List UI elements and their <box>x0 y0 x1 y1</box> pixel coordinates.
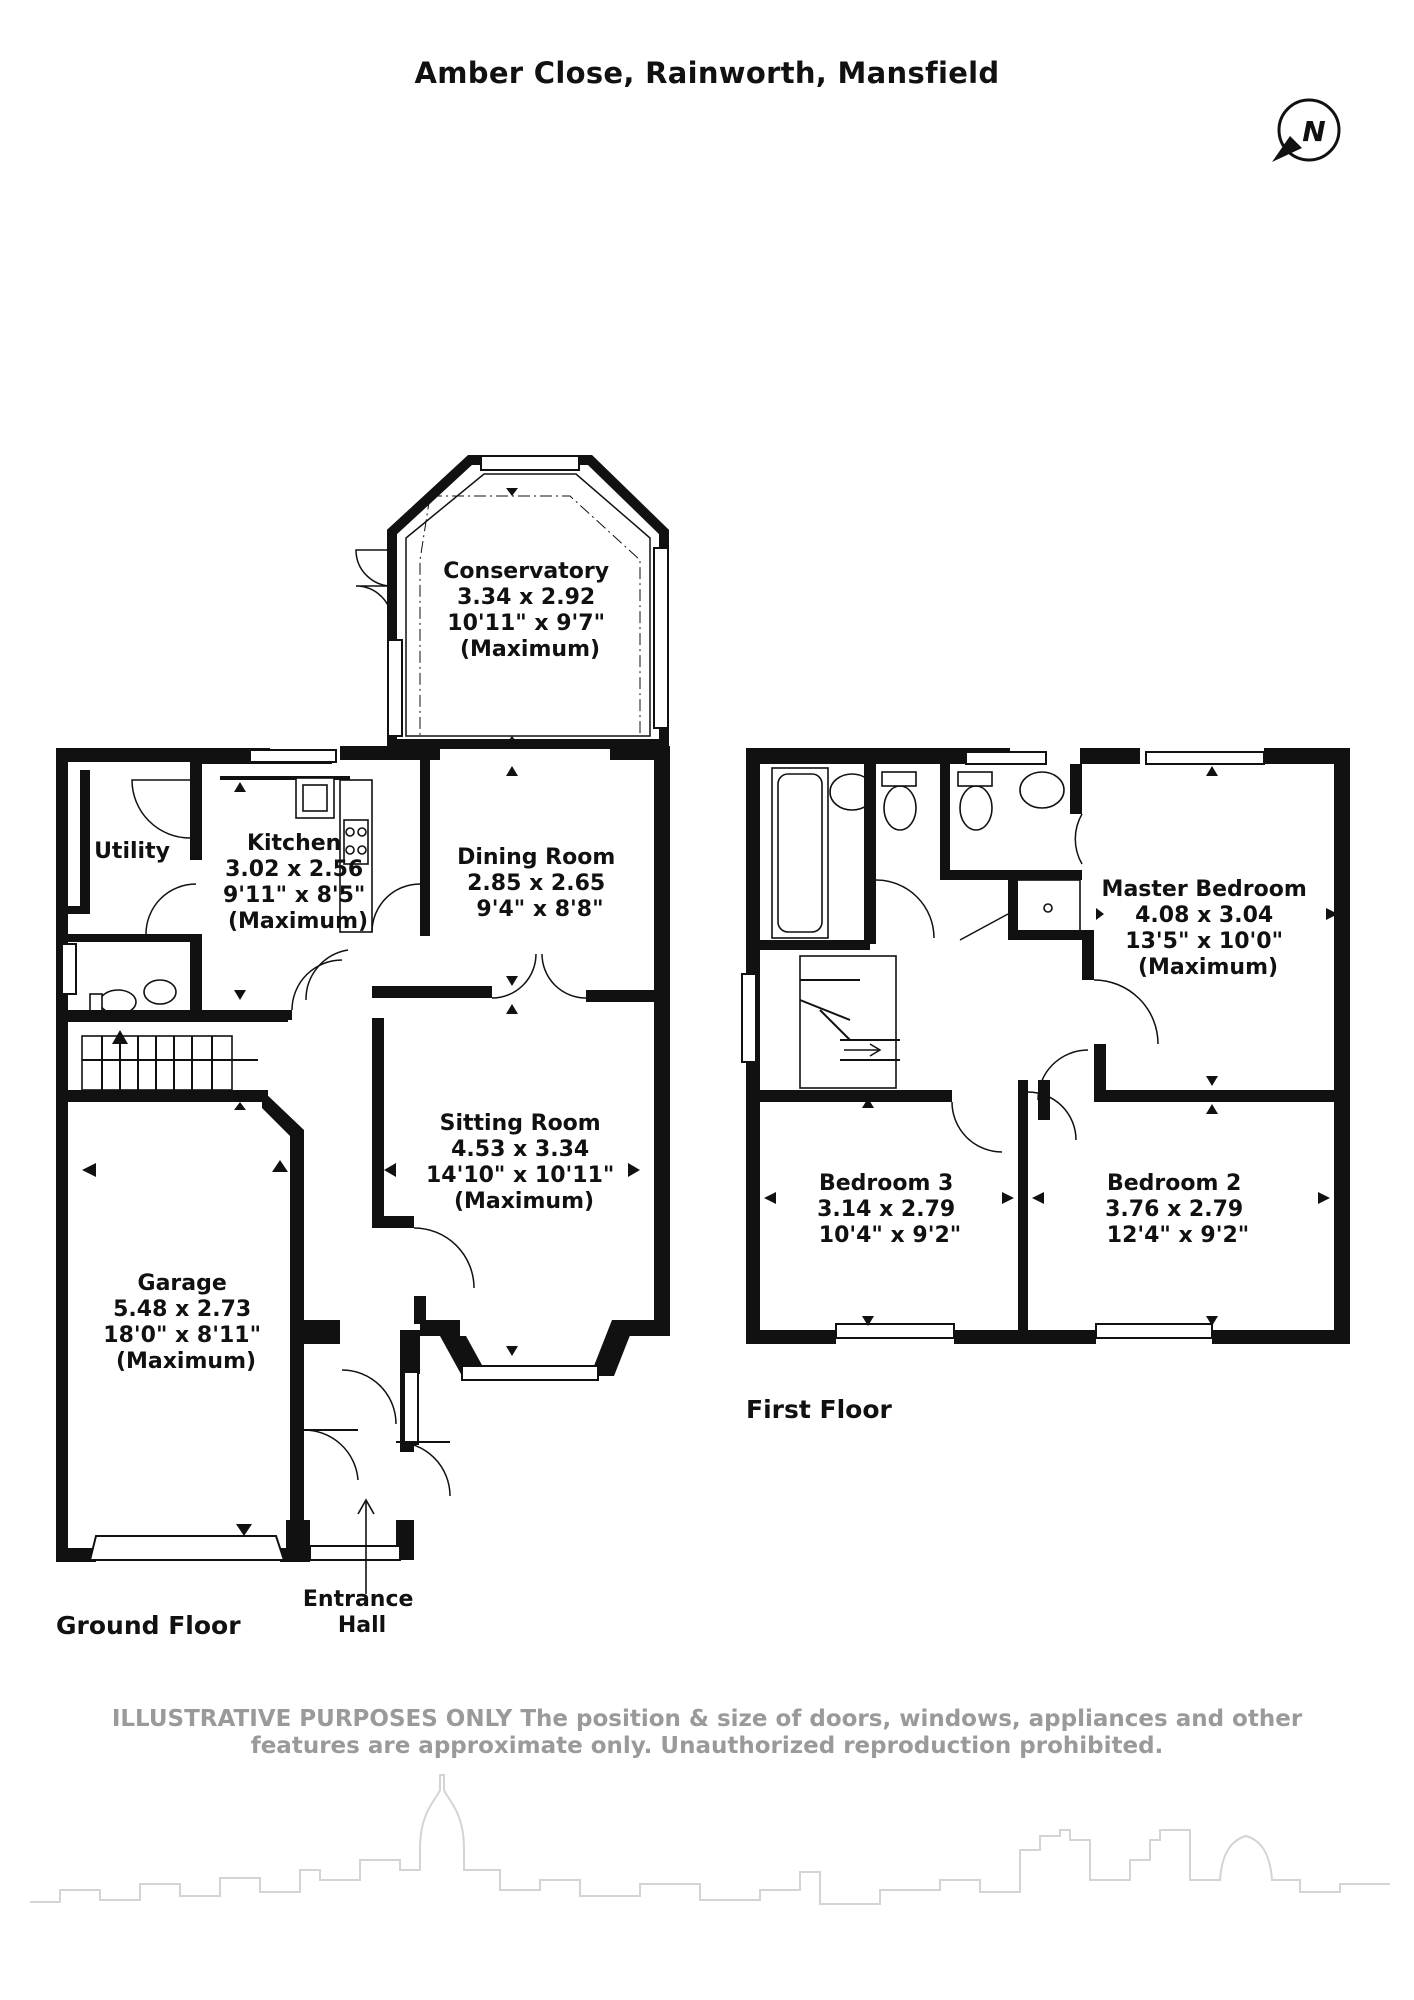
bedroom-3-label: Bedroom 3 3.14 x 2.79 10'4" x 9'2" <box>817 1171 963 1248</box>
ground-floor-plan <box>56 455 670 1594</box>
first-floor-label: First Floor <box>746 1395 893 1424</box>
disclaimer-line-1: ILLUSTRATIVE PURPOSES ONLY The position … <box>111 1706 1303 1732</box>
north-arrow-icon: N <box>1272 98 1341 162</box>
ground-floor-label: Ground Floor <box>56 1611 241 1640</box>
sitting-room-label: Sitting Room 4.53 x 3.34 14'10" x 10'11"… <box>426 1111 622 1214</box>
disclaimer-line-2: features are approximate only. Unauthori… <box>250 1733 1164 1759</box>
room-labels: Conservatory 3.34 x 2.92 10'11" x 9'7" (… <box>56 559 1315 1640</box>
first-floor-plan <box>741 748 1350 1344</box>
skyline-watermark-icon <box>30 1774 1390 1905</box>
page-title: Amber Close, Rainworth, Mansfield <box>414 56 1000 90</box>
kitchen-label: Kitchen 3.02 x 2.56 9'11" x 8'5" (Maximu… <box>223 831 373 934</box>
master-bedroom-label: Master Bedroom 4.08 x 3.04 13'5" x 10'0"… <box>1102 877 1315 980</box>
disclaimer: ILLUSTRATIVE PURPOSES ONLY The position … <box>60 1706 1354 1760</box>
bedroom-2-label: Bedroom 2 3.76 x 2.79 12'4" x 9'2" <box>1105 1171 1251 1248</box>
entrance-hall-label: Entrance Hall <box>303 1587 421 1638</box>
garage-label: Garage 5.48 x 2.73 18'0" x 8'11" (Maximu… <box>103 1271 268 1374</box>
utility-label: Utility <box>94 839 170 864</box>
compass-letter: N <box>1302 115 1325 148</box>
dining-room-label: Dining Room 2.85 x 2.65 9'4" x 8'8" <box>457 845 623 922</box>
conservatory-structure <box>355 455 669 749</box>
conservatory-label: Conservatory 3.34 x 2.92 10'11" x 9'7" (… <box>443 559 616 662</box>
